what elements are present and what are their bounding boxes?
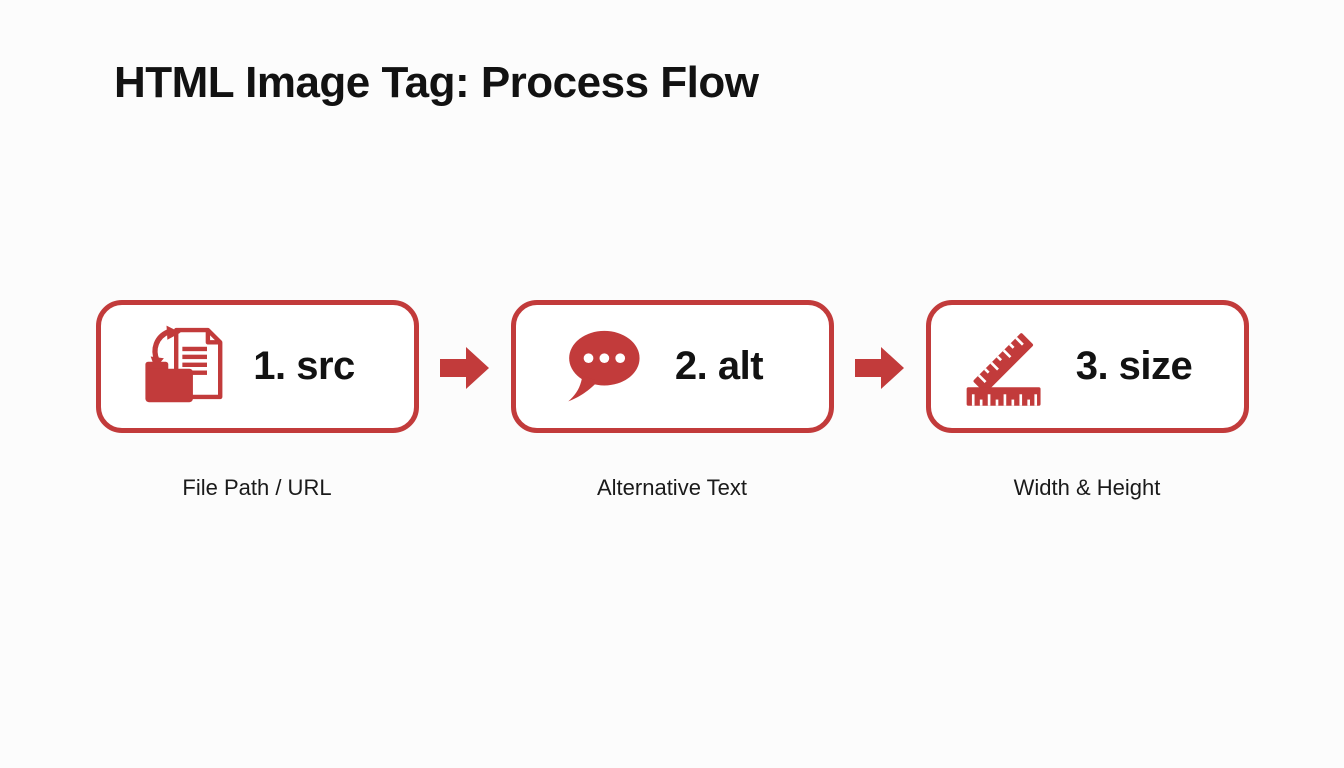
step-src-caption: File Path / URL <box>182 475 332 500</box>
speech-bubble-icon <box>563 321 651 413</box>
step-size-box: 3. size <box>925 300 1249 433</box>
page-title: HTML Image Tag: Process Flow <box>114 58 759 107</box>
folder-document-transfer-icon <box>141 321 229 413</box>
rulers-icon <box>964 321 1052 413</box>
step-src: 1. src File Path / URL <box>95 300 419 501</box>
process-flow: 1. src File Path / URL <box>0 300 1344 501</box>
step-alt-box: 2. alt <box>510 300 834 433</box>
arrow-right-icon <box>439 346 490 390</box>
step-src-box: 1. src <box>95 300 419 433</box>
step-src-label: 1. src <box>253 344 355 388</box>
step-size-caption: Width & Height <box>1013 475 1161 500</box>
step-alt: 2. alt Alternative Text <box>510 300 834 501</box>
step-size: 3. size Width & Height <box>925 300 1249 501</box>
step-alt-label: 2. alt <box>674 344 764 388</box>
step-alt-caption: Alternative Text <box>596 475 747 500</box>
step-size-label: 3. size <box>1075 344 1193 388</box>
arrow-right-icon <box>854 346 905 390</box>
